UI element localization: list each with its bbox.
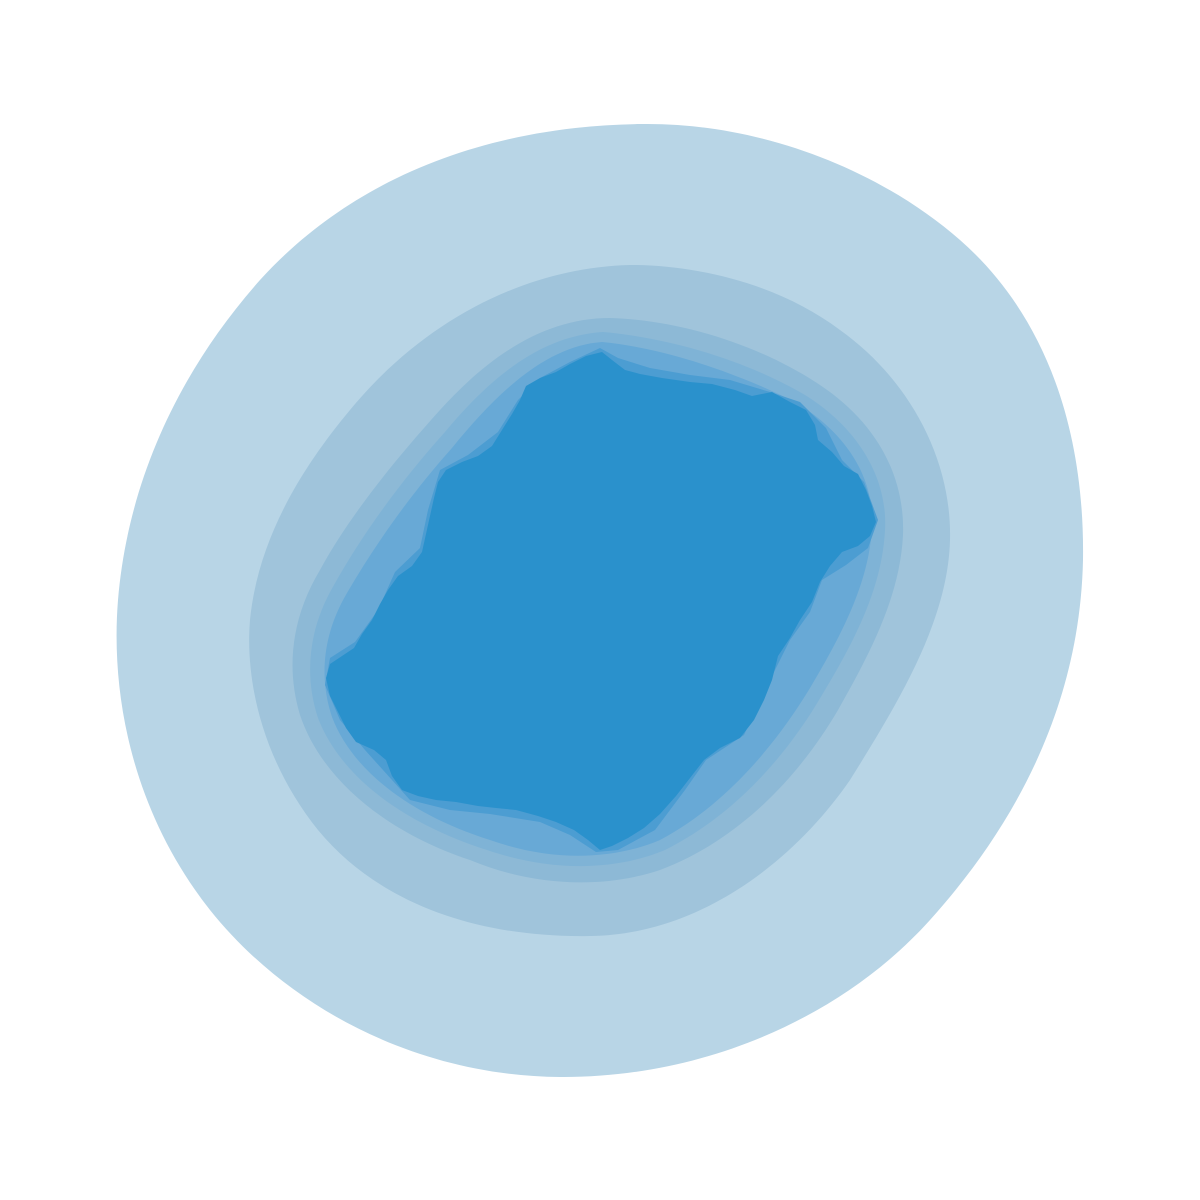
core [326,352,876,850]
